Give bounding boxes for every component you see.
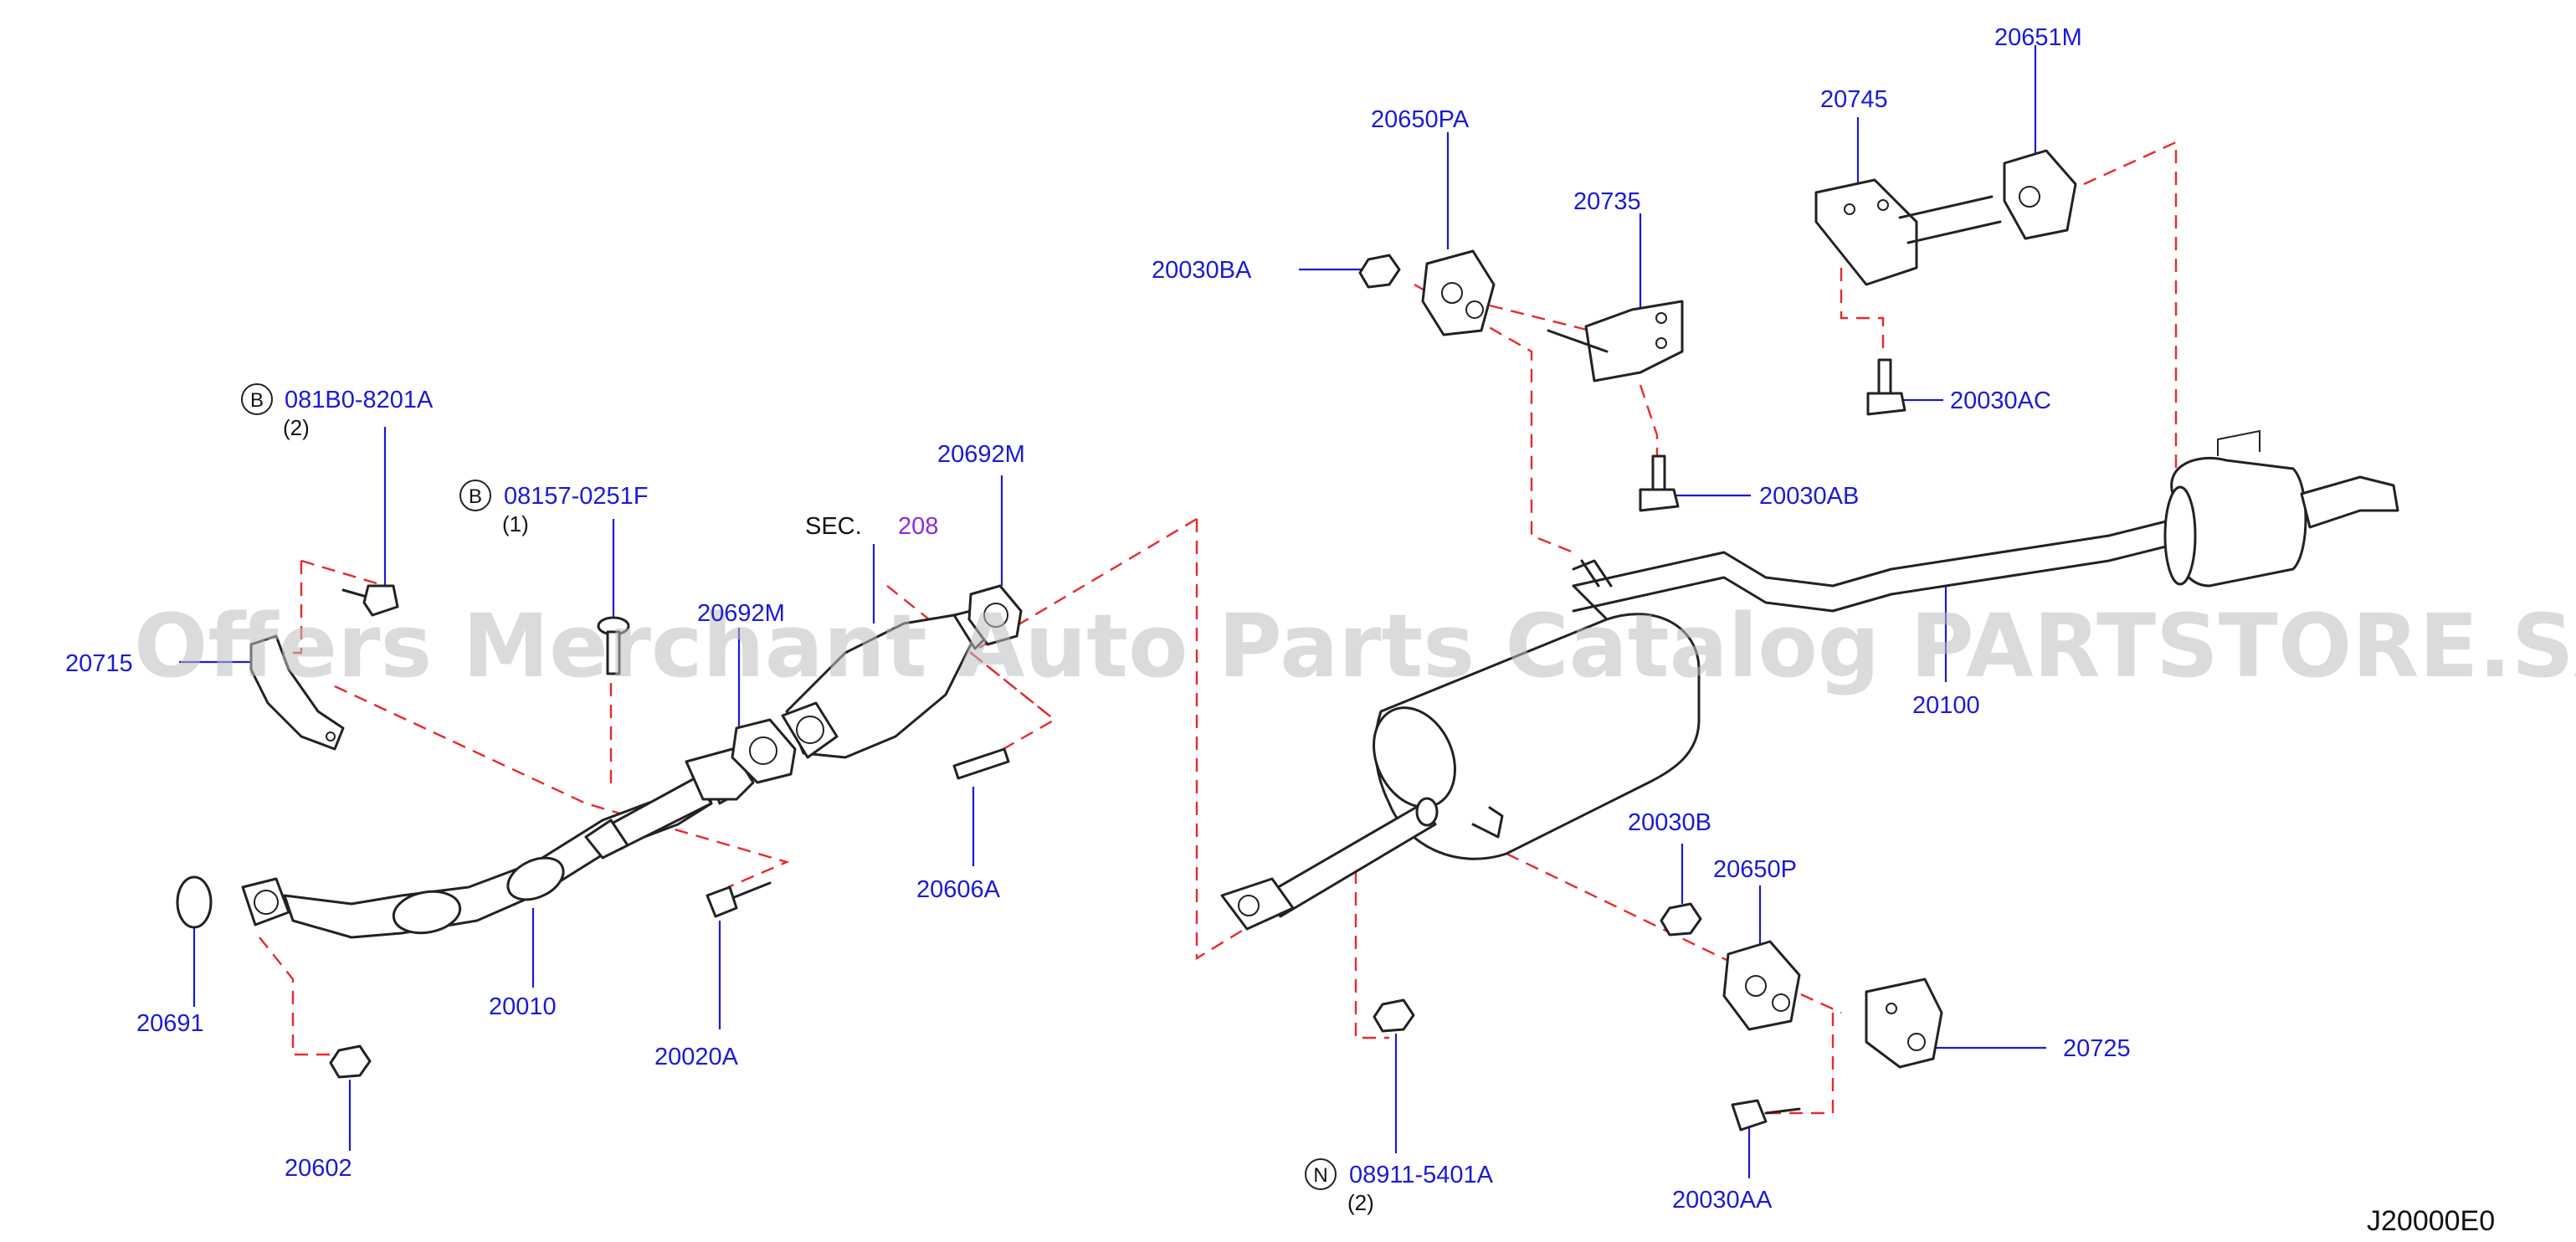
part-label-20602[interactable]: 20602 xyxy=(285,1155,352,1182)
part-label-20650p[interactable]: 20650P xyxy=(1713,856,1797,883)
part-label-20030ba[interactable]: 20030BA xyxy=(1152,257,1252,284)
part-labels: 20651M 20745 20650PA 20735 20030BA 20030… xyxy=(65,24,2131,1215)
part-label-20745[interactable]: 20745 xyxy=(1820,86,1888,113)
tail-pipe-rear-muffler xyxy=(1572,429,2399,613)
part-label-20692m-left[interactable]: 20692M xyxy=(697,600,785,627)
part-label-20030ac[interactable]: 20030AC xyxy=(1950,387,2051,414)
bolt-08157-0251f xyxy=(597,616,630,675)
part-label-20650pa[interactable]: 20650PA xyxy=(1371,106,1470,133)
part-label-20100[interactable]: 20100 xyxy=(1912,692,1980,719)
center-muffler xyxy=(1220,559,1701,931)
hanger-rubber-20651m xyxy=(2003,149,2077,240)
section-ref-number[interactable]: 208 xyxy=(898,513,938,540)
bolt-20020a xyxy=(706,881,772,918)
watermark-text: Offers Merchant Auto Parts Catalog PARTS… xyxy=(134,595,2576,697)
quantity-08911: (2) xyxy=(1347,1190,1374,1215)
quantity-08157: (1) xyxy=(502,511,529,536)
badge-b-081b0: B xyxy=(241,383,273,415)
part-label-20020a[interactable]: 20020A xyxy=(654,1044,739,1070)
part-label-20010[interactable]: 20010 xyxy=(489,993,557,1020)
bolt-20030aa xyxy=(1731,1099,1801,1132)
hanger-rubber-20650pa xyxy=(1421,249,1496,336)
bracket-20745 xyxy=(1814,178,2002,286)
part-label-20030ab[interactable]: 20030AB xyxy=(1759,483,1859,510)
leader-lines xyxy=(179,45,2046,1178)
nut-08911-5401a xyxy=(1373,998,1415,1033)
gasket-20692m-right xyxy=(967,584,1023,646)
quantity-081b0: (2) xyxy=(283,415,310,440)
bracket-20735 xyxy=(1547,300,1684,382)
part-label-20606a[interactable]: 20606A xyxy=(916,876,1001,903)
part-label-20715[interactable]: 20715 xyxy=(65,650,133,677)
part-label-20735[interactable]: 20735 xyxy=(1573,188,1641,215)
badge-letter: B xyxy=(250,389,264,412)
part-label-20030aa[interactable]: 20030AA xyxy=(1672,1187,1773,1214)
part-label-08911-5401a[interactable]: 08911-5401A xyxy=(1349,1162,1494,1188)
bracket-20725 xyxy=(1865,978,1943,1069)
part-label-08157-0251f[interactable]: 08157-0251F xyxy=(504,483,649,510)
part-label-20030b[interactable]: 20030B xyxy=(1628,809,1711,836)
bracket-20715 xyxy=(249,634,345,751)
badge-b-08157: B xyxy=(459,480,491,511)
nut-20030b xyxy=(1660,902,1702,937)
front-exhaust-tube-20010 xyxy=(241,747,755,939)
part-label-20651m[interactable]: 20651M xyxy=(1994,24,2082,51)
stud-20606a xyxy=(952,747,1010,780)
diagram-code: J20000E0 xyxy=(2367,1205,2495,1237)
part-label-20725[interactable]: 20725 xyxy=(2063,1035,2131,1062)
part-label-20692m-right[interactable]: 20692M xyxy=(937,441,1025,468)
catalytic-converter xyxy=(781,609,989,759)
badge-letter: N xyxy=(1313,1164,1327,1187)
badge-n-08911: N xyxy=(1305,1158,1337,1190)
bolt-20030ab xyxy=(1639,454,1680,512)
section-ref-prefix: SEC. xyxy=(805,513,862,540)
bolt-20030ac xyxy=(1866,358,1906,416)
part-label-20691[interactable]: 20691 xyxy=(136,1010,204,1037)
nut-20602 xyxy=(329,1044,372,1079)
nut-20030ba xyxy=(1358,254,1401,289)
part-label-081b0-8201a[interactable]: 081B0-8201A xyxy=(285,387,434,413)
gasket-20692m-left xyxy=(731,718,797,784)
bolt-081b0-8201a xyxy=(341,584,399,617)
gasket-ring-20691 xyxy=(176,875,213,929)
badge-letter: B xyxy=(469,485,482,508)
hanger-rubber-20650p xyxy=(1722,940,1801,1031)
